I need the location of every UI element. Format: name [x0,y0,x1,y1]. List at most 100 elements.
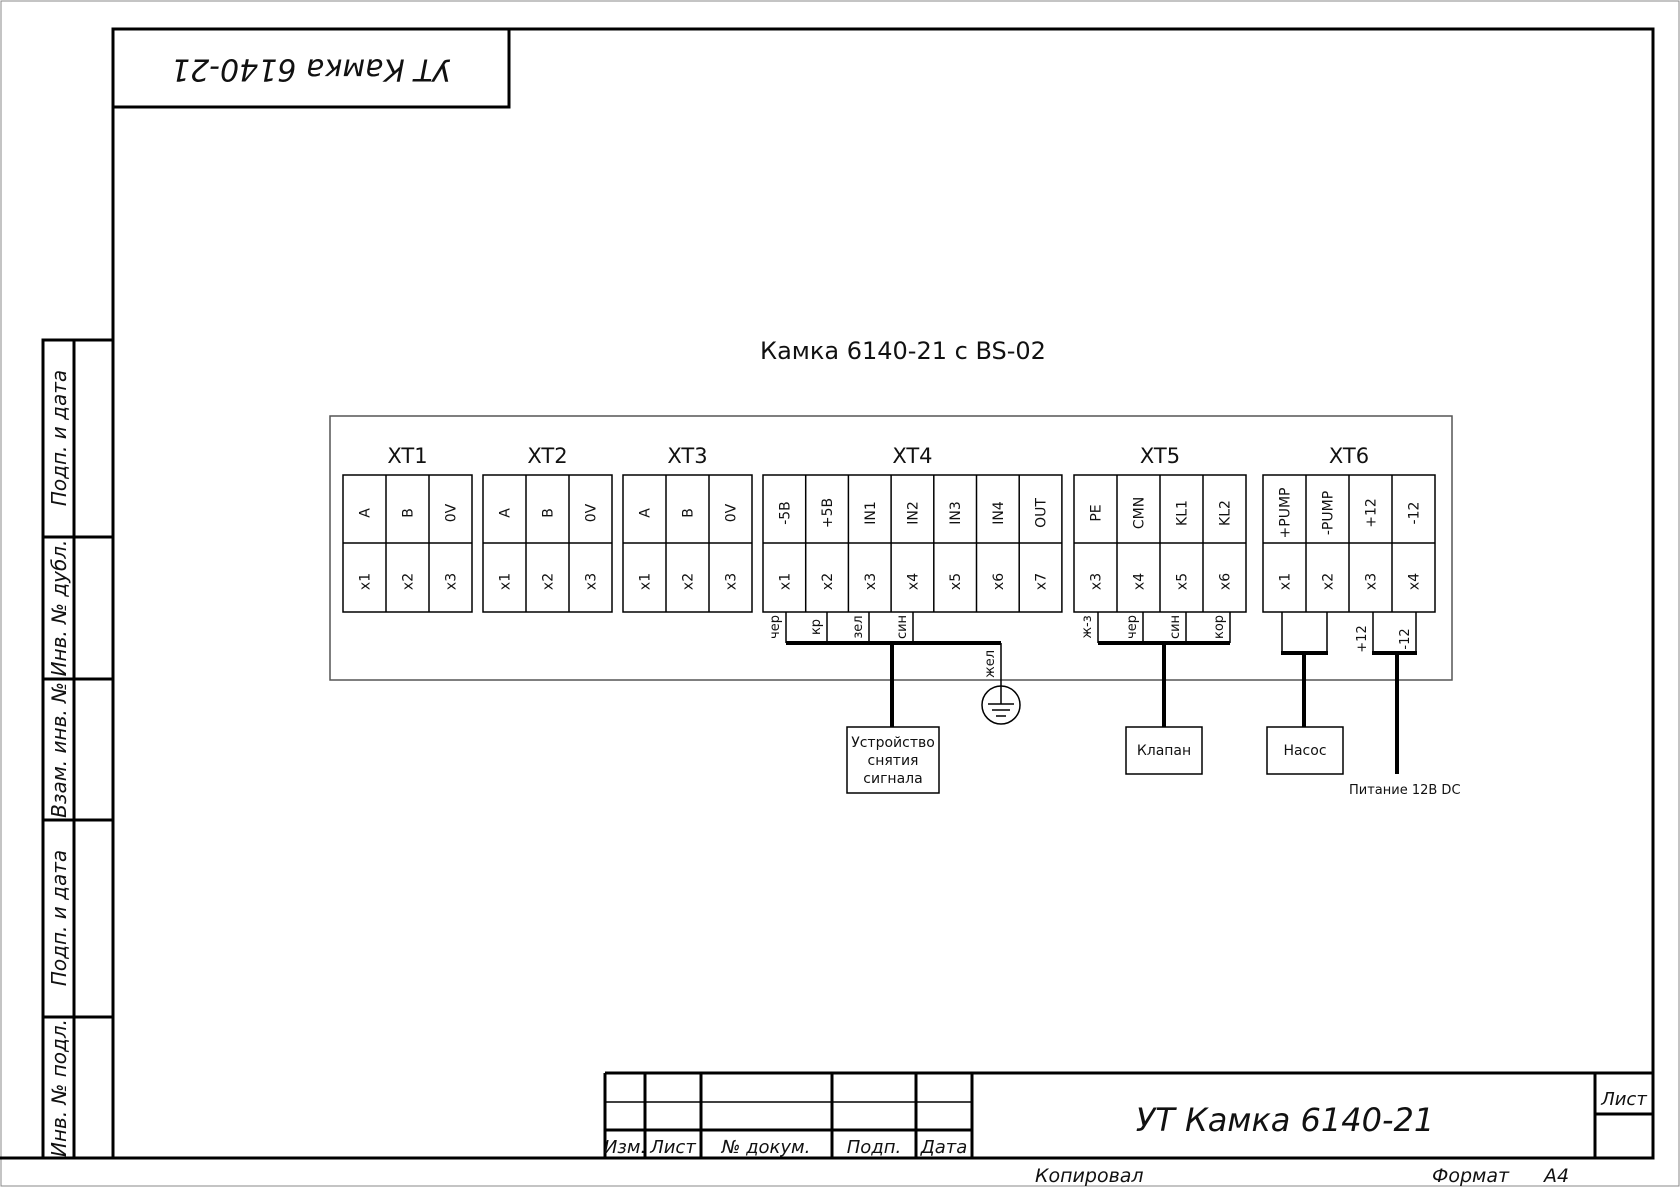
wire-label: +12 [1355,625,1370,652]
pin-label: CMN [1132,497,1148,529]
signal-device-label: снятия [868,753,919,769]
pin-number: x1 [638,573,654,590]
format-value: А4 [1542,1165,1569,1187]
pin-number: x3 [444,573,460,590]
pin-number: x4 [1407,573,1423,590]
pin-label: OUT [1034,498,1050,528]
wire-label: кр [809,619,824,635]
valve-box [1125,726,1203,775]
pin-number: x2 [681,573,697,590]
pin-number: x3 [1089,573,1105,590]
pin-label: 0V [584,503,600,522]
valve-label: Клапан [1137,743,1191,759]
pin-label: +12 [1364,498,1380,528]
pin-label: A [498,508,514,518]
wire-label: син [1168,615,1183,639]
terminal-block-name: XT6 [1329,444,1369,468]
terminal-block-name: XT4 [892,444,932,468]
pin-label: IN1 [863,501,879,525]
pump-box [1266,726,1344,775]
pin-label: PE [1089,504,1105,521]
wire-label: зел [851,615,866,638]
xt4-harness [785,612,1002,727]
title-block-header: Изм. [604,1137,646,1158]
top-stamp-text: УТ Камка 6140-21 [171,52,451,87]
side-strip: Подп. и дата Инв. № дубл. Взам. инв. № П… [41,338,115,1160]
document-designation: УТ Камка 6140-21 [1136,1101,1435,1139]
pin-number: x1 [1278,573,1294,590]
wire-label: чер [1125,615,1140,639]
signal-device-label: сигнала [863,771,922,787]
pin-number: x1 [358,573,374,590]
side-label-orig-inv: Инв. № подл. [47,1019,71,1157]
pin-label: +5В [820,498,836,528]
pin-number: x1 [498,573,514,590]
pin-label: B [401,508,417,518]
pin-number: x7 [1034,573,1050,590]
pin-number: x5 [948,573,964,590]
wire-label: ж-з [1080,615,1095,638]
drawing-frame [111,27,1655,1160]
pin-number: x3 [584,573,600,590]
pin-label: KL2 [1218,500,1234,526]
title-block-header: № докум. [721,1137,811,1158]
pin-number: x4 [905,573,921,590]
pin-number: x3 [1364,573,1380,590]
xt5-harness [1097,612,1231,727]
title-block-header: Подп. [847,1137,901,1158]
pin-number: x6 [991,573,1007,590]
wire-label: чер [768,615,783,639]
pin-label: IN2 [905,501,921,525]
pin-label: A [358,508,374,518]
terminal-block-xt4: XT4 -5В x1 +5В x2 IN1 x3 IN2 x4 IN3 x5 IN4 x6 OUT x7 [762,444,1063,613]
signal-device-box [846,726,940,794]
pin-label: -12 [1407,502,1423,525]
pin-number: x2 [401,573,417,590]
pin-label: 0V [724,503,740,522]
format-label: Формат [1432,1165,1510,1187]
terminal-block-name: XT5 [1140,444,1180,468]
terminal-block-xt6: XT6 +PUMP x1 -PUMP x2 +12 x3 -12 x4 [1262,444,1436,613]
pin-number: x3 [724,573,740,590]
pin-label: B [681,508,697,518]
top-stamp-box [111,27,511,109]
pin-number: x5 [1175,573,1191,590]
pin-number: x2 [820,573,836,590]
title-block-header: Лист [649,1137,696,1158]
pin-number: x2 [1321,573,1337,590]
pin-label: A [638,508,654,518]
side-label-dup-inv: Инв. № дубл. [47,540,71,677]
pin-number: x3 [863,573,879,590]
wire-label: син [895,615,910,639]
signal-device-label: Устройство [851,735,935,751]
pin-label: -PUMP [1321,491,1337,535]
terminal-block-name: XT3 [667,444,707,468]
pin-label: -5В [777,501,793,525]
pin-number: x2 [541,573,557,590]
pin-number: x4 [1132,573,1148,590]
diagram-title: Камка 6140-21 с BS-02 [760,337,1046,365]
pin-label: B [541,508,557,518]
pin-label: IN4 [991,501,1007,525]
pin-number: x1 [777,573,793,590]
sheet-label: Лист [1600,1089,1647,1110]
pin-label: IN3 [948,501,964,525]
wire-label: -12 [1398,628,1413,649]
title-block-header: Дата [920,1137,968,1158]
pin-label: 0V [444,503,460,522]
wire-label: кор [1212,615,1227,639]
pin-label: +PUMP [1278,488,1294,539]
ground-icon [981,685,1021,725]
wire-label-ground: жел [983,650,998,678]
xt6-power-harness [1372,612,1417,774]
side-label-sign-date-2: Подп. и дата [47,850,71,986]
copied-label: Копировал [1035,1165,1144,1187]
side-label-replace-inv: Взам. инв. № [47,682,71,818]
pin-label: KL1 [1175,500,1191,526]
